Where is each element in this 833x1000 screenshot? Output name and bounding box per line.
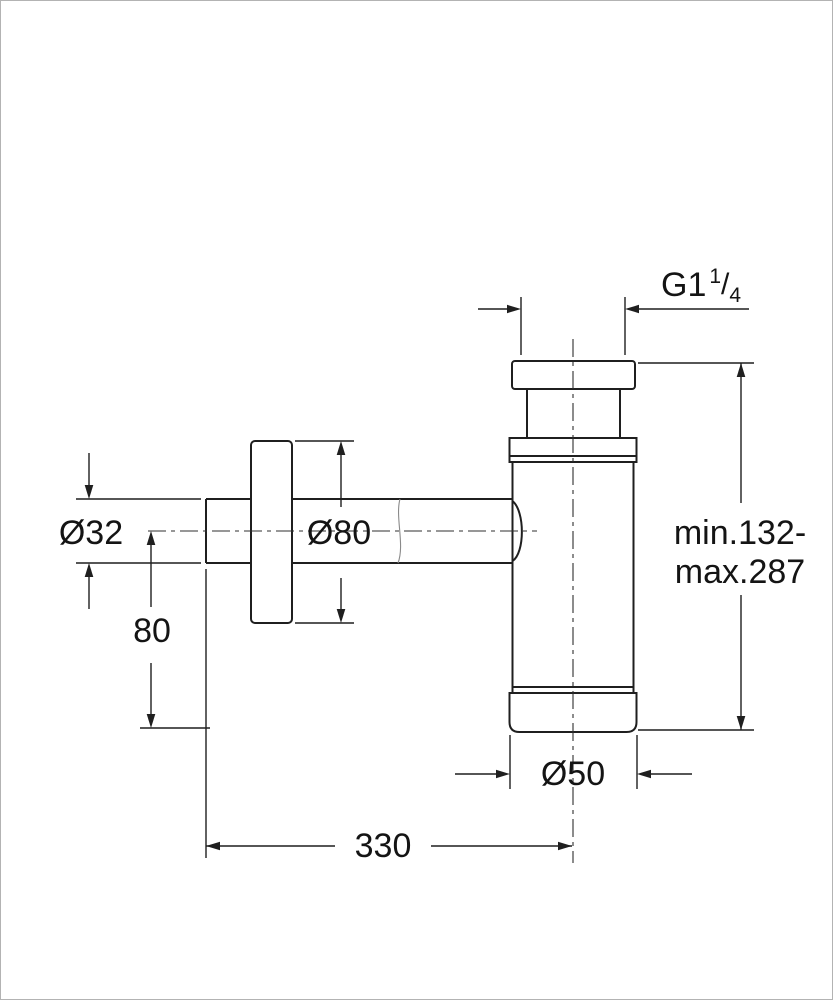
arrowhead-left xyxy=(637,769,651,779)
arrowhead-right xyxy=(558,841,572,851)
offset-height-label: 80 xyxy=(133,612,171,650)
dim-length: 330 xyxy=(205,569,572,865)
arrowhead-up xyxy=(146,531,156,545)
dim-body-diameter: Ø50 xyxy=(455,735,692,793)
arrowhead-up xyxy=(84,563,94,577)
arrowhead-down xyxy=(146,714,156,728)
dim-height-range: min.132- max.287 xyxy=(638,362,806,731)
arrowhead-right xyxy=(496,769,510,779)
arrowhead-up xyxy=(336,441,346,455)
pipe-diameter-label: Ø32 xyxy=(59,514,123,552)
wall-rosette-shape xyxy=(250,440,293,624)
arrowhead-right xyxy=(507,304,521,314)
height-range-label-line2: max.287 xyxy=(675,553,805,591)
bottom-cup-shape xyxy=(508,692,638,733)
body-diameter-label: Ø50 xyxy=(541,755,605,793)
dim-rosette-diameter: Ø80 xyxy=(295,440,371,624)
arrowhead-up xyxy=(736,363,746,377)
arrowhead-down xyxy=(736,716,746,730)
pipe-break-line xyxy=(397,498,402,564)
centerlines xyxy=(148,339,574,863)
dim-pipe-diameter: Ø32 xyxy=(59,453,201,609)
rosette-diameter-label: Ø80 xyxy=(307,514,371,552)
pipe-body-junction-curve xyxy=(511,500,523,562)
arrowhead-left xyxy=(206,841,220,851)
arrowhead-left xyxy=(625,304,639,314)
dim-offset-height: 80 xyxy=(133,531,210,729)
arrowhead-down xyxy=(336,609,346,623)
height-range-label-line1: min.132- xyxy=(674,514,806,552)
arrowhead-down xyxy=(84,485,94,499)
length-label: 330 xyxy=(355,827,412,865)
